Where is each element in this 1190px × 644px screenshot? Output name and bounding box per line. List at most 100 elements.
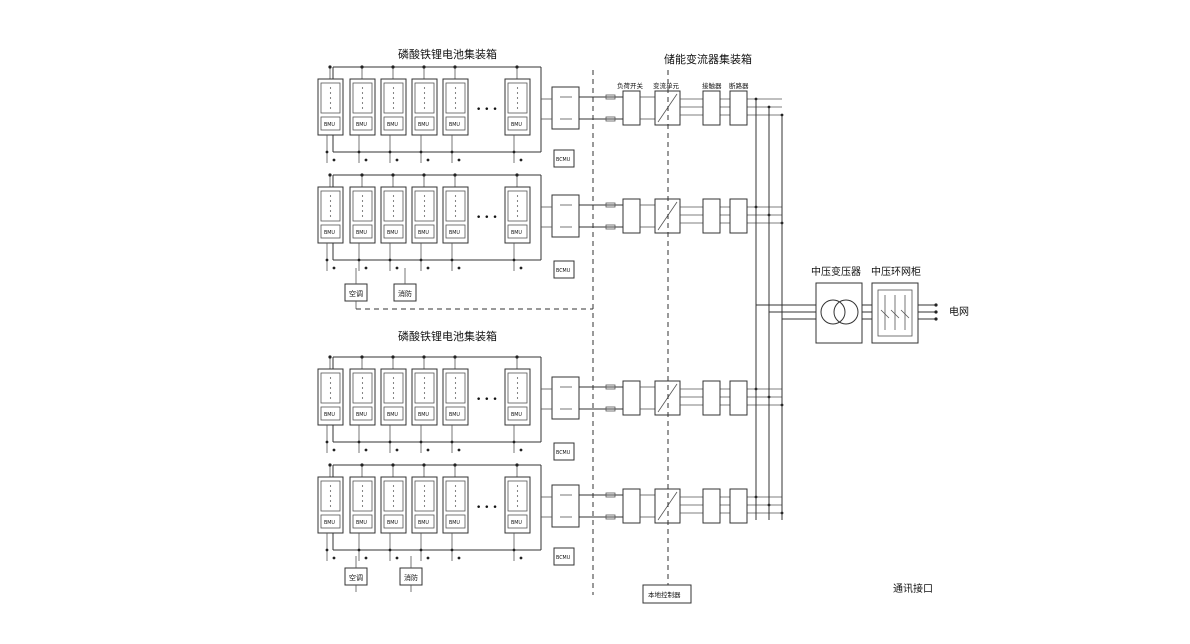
junction-dot (328, 355, 332, 359)
fire-label: 消防 (404, 573, 418, 582)
ring-main-label: 中压环网柜 (871, 265, 921, 278)
module-dot (454, 87, 457, 89)
contactor-label: 接触器 (702, 81, 722, 90)
bmu-label: BMU (418, 412, 429, 418)
bmu-box (414, 116, 435, 131)
module-dot (361, 500, 364, 502)
junction-dot (364, 266, 368, 270)
module-dot (392, 397, 395, 399)
pcs-container-title: 储能变流器集装箱 (664, 52, 752, 66)
module-dot (454, 377, 457, 379)
module-dot (361, 485, 364, 487)
bcmu-label: BCMU (556, 450, 571, 456)
module-dot (454, 397, 457, 399)
module-dot (516, 397, 519, 399)
junction-dot (450, 548, 454, 552)
module-dot (516, 107, 519, 109)
module-dot (329, 505, 332, 507)
fuse (605, 94, 616, 100)
module-dot (392, 97, 395, 99)
bmu-label: BMU (418, 520, 429, 526)
junction-dot (453, 463, 457, 467)
fuse (605, 384, 616, 390)
module-dot (454, 392, 457, 394)
junction-dot (754, 97, 758, 101)
junction-dot (357, 150, 361, 154)
module-dot (361, 200, 364, 202)
module-dot (423, 92, 426, 94)
load-switch (622, 488, 641, 524)
junction-dot (395, 556, 399, 560)
module-dot (392, 387, 395, 389)
battery-module (320, 82, 341, 114)
bmu-label: BMU (356, 520, 367, 526)
junction-dot (780, 113, 784, 117)
junction-dot (357, 258, 361, 262)
junction-dot (512, 258, 516, 262)
junction-dot (332, 266, 336, 270)
module-dot (516, 210, 519, 212)
bmu-box (352, 116, 373, 131)
bmu-box (320, 116, 341, 131)
module-dot (329, 87, 332, 89)
bmu-box (445, 116, 466, 131)
junction-dot (364, 448, 368, 452)
module-dot (516, 92, 519, 94)
junction-dot (453, 173, 457, 177)
junction-dot (360, 355, 364, 359)
aux-group-top: 空调 消防 (344, 268, 593, 310)
transformer-box (815, 282, 863, 344)
junction-dot (426, 556, 430, 560)
bmu-box (320, 224, 341, 239)
module-dot (454, 195, 457, 197)
module-dot (454, 102, 457, 104)
ellipsis: • • • (476, 395, 498, 405)
module-dot (361, 490, 364, 492)
ellipsis: • • • (476, 105, 498, 115)
module-dot (392, 200, 395, 202)
bmu-box (383, 514, 404, 529)
junction-dot (512, 150, 516, 154)
bcmu-box (553, 442, 575, 461)
module-dot (361, 205, 364, 207)
battery-module (445, 480, 466, 512)
fire-label: 消防 (398, 289, 412, 298)
module-dot (329, 210, 332, 212)
junction-dot (422, 355, 426, 359)
module-dot (329, 102, 332, 104)
bmu-box (414, 224, 435, 239)
battery-module (383, 372, 404, 404)
contactor (702, 380, 721, 416)
module-dot (329, 397, 332, 399)
module-dot (423, 102, 426, 104)
module-dot (329, 205, 332, 207)
bmu-box (383, 224, 404, 239)
module-dot (329, 377, 332, 379)
module-dot (454, 107, 457, 109)
module-dot (423, 107, 426, 109)
module-dot (423, 200, 426, 202)
module-dot (361, 210, 364, 212)
module-dot (454, 382, 457, 384)
junction-dot (422, 173, 426, 177)
module-dot (423, 195, 426, 197)
grid-connection: 电网 (918, 303, 969, 321)
module-dot (454, 215, 457, 217)
fuse (605, 514, 616, 520)
module-dot (392, 92, 395, 94)
module-dot (454, 485, 457, 487)
junction-dot (357, 440, 361, 444)
module-dot (361, 377, 364, 379)
battery-rack (380, 476, 407, 534)
battery-module (383, 82, 404, 114)
ellipsis: • • • (476, 503, 498, 513)
junction-dot (515, 65, 519, 69)
junction-dot (325, 258, 329, 262)
junction-dot (360, 65, 364, 69)
bmu-label: BMU (511, 122, 522, 128)
module-dot (423, 505, 426, 507)
battery-container-title-top: 磷酸铁锂电池集装箱 (398, 47, 497, 61)
bmu-label: BMU (511, 230, 522, 236)
